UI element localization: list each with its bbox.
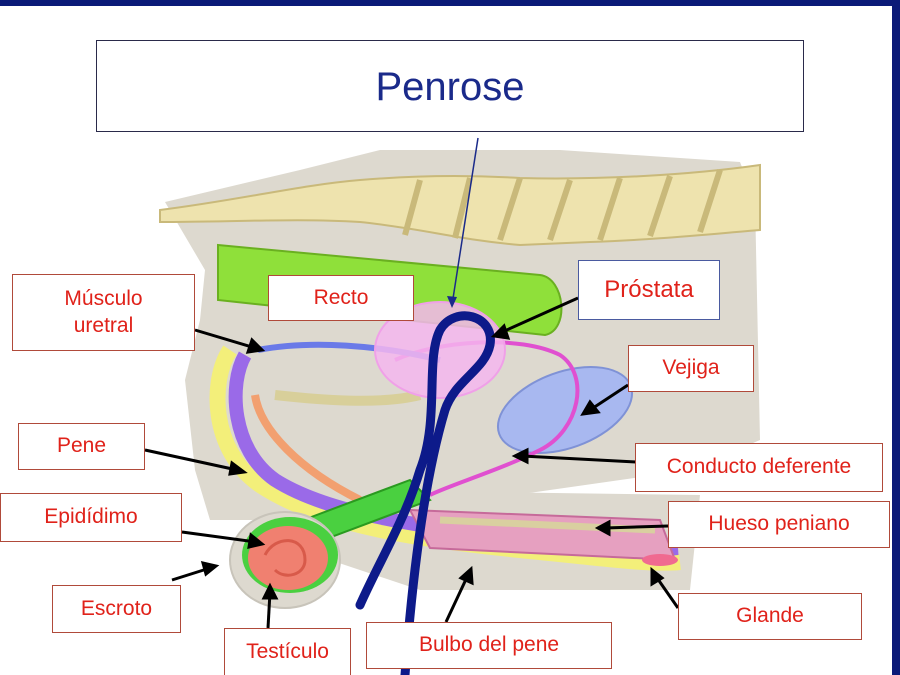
label-pene: Pene (18, 423, 145, 470)
slide-title: Penrose (375, 65, 525, 109)
slide-top-border (0, 0, 900, 6)
label-prostata: Próstata (578, 260, 720, 320)
label-hueso-peniano: Hueso peniano (668, 501, 890, 548)
glans (642, 554, 678, 566)
label-epididimo: Epidídimo (0, 493, 182, 542)
label-glande: Glande (678, 593, 862, 640)
testicle (248, 526, 328, 590)
spine-vertebrae (402, 169, 723, 241)
penrose-drain (355, 311, 495, 675)
label-bulbo-del-pene: Bulbo del pene (366, 622, 612, 669)
label-conducto-deferente: Conducto deferente (635, 443, 883, 492)
slide-right-border (892, 0, 900, 675)
penis-outer-band (209, 345, 681, 571)
label-escroto: Escroto (52, 585, 181, 633)
arrows (144, 296, 680, 629)
penis-orange-band (251, 394, 362, 504)
title-pointer-head (447, 296, 457, 308)
label-testiculo: Testículo (224, 628, 351, 675)
title-pointer (451, 137, 479, 306)
inner-curve (274, 390, 422, 406)
label-vejiga: Vejiga (628, 345, 754, 392)
testicle-detail (263, 539, 307, 577)
spine (159, 163, 761, 247)
title-box: Penrose (96, 40, 804, 132)
label-recto: Recto (268, 275, 414, 321)
label-musculo-uretral: Músculo uretral (12, 274, 195, 351)
